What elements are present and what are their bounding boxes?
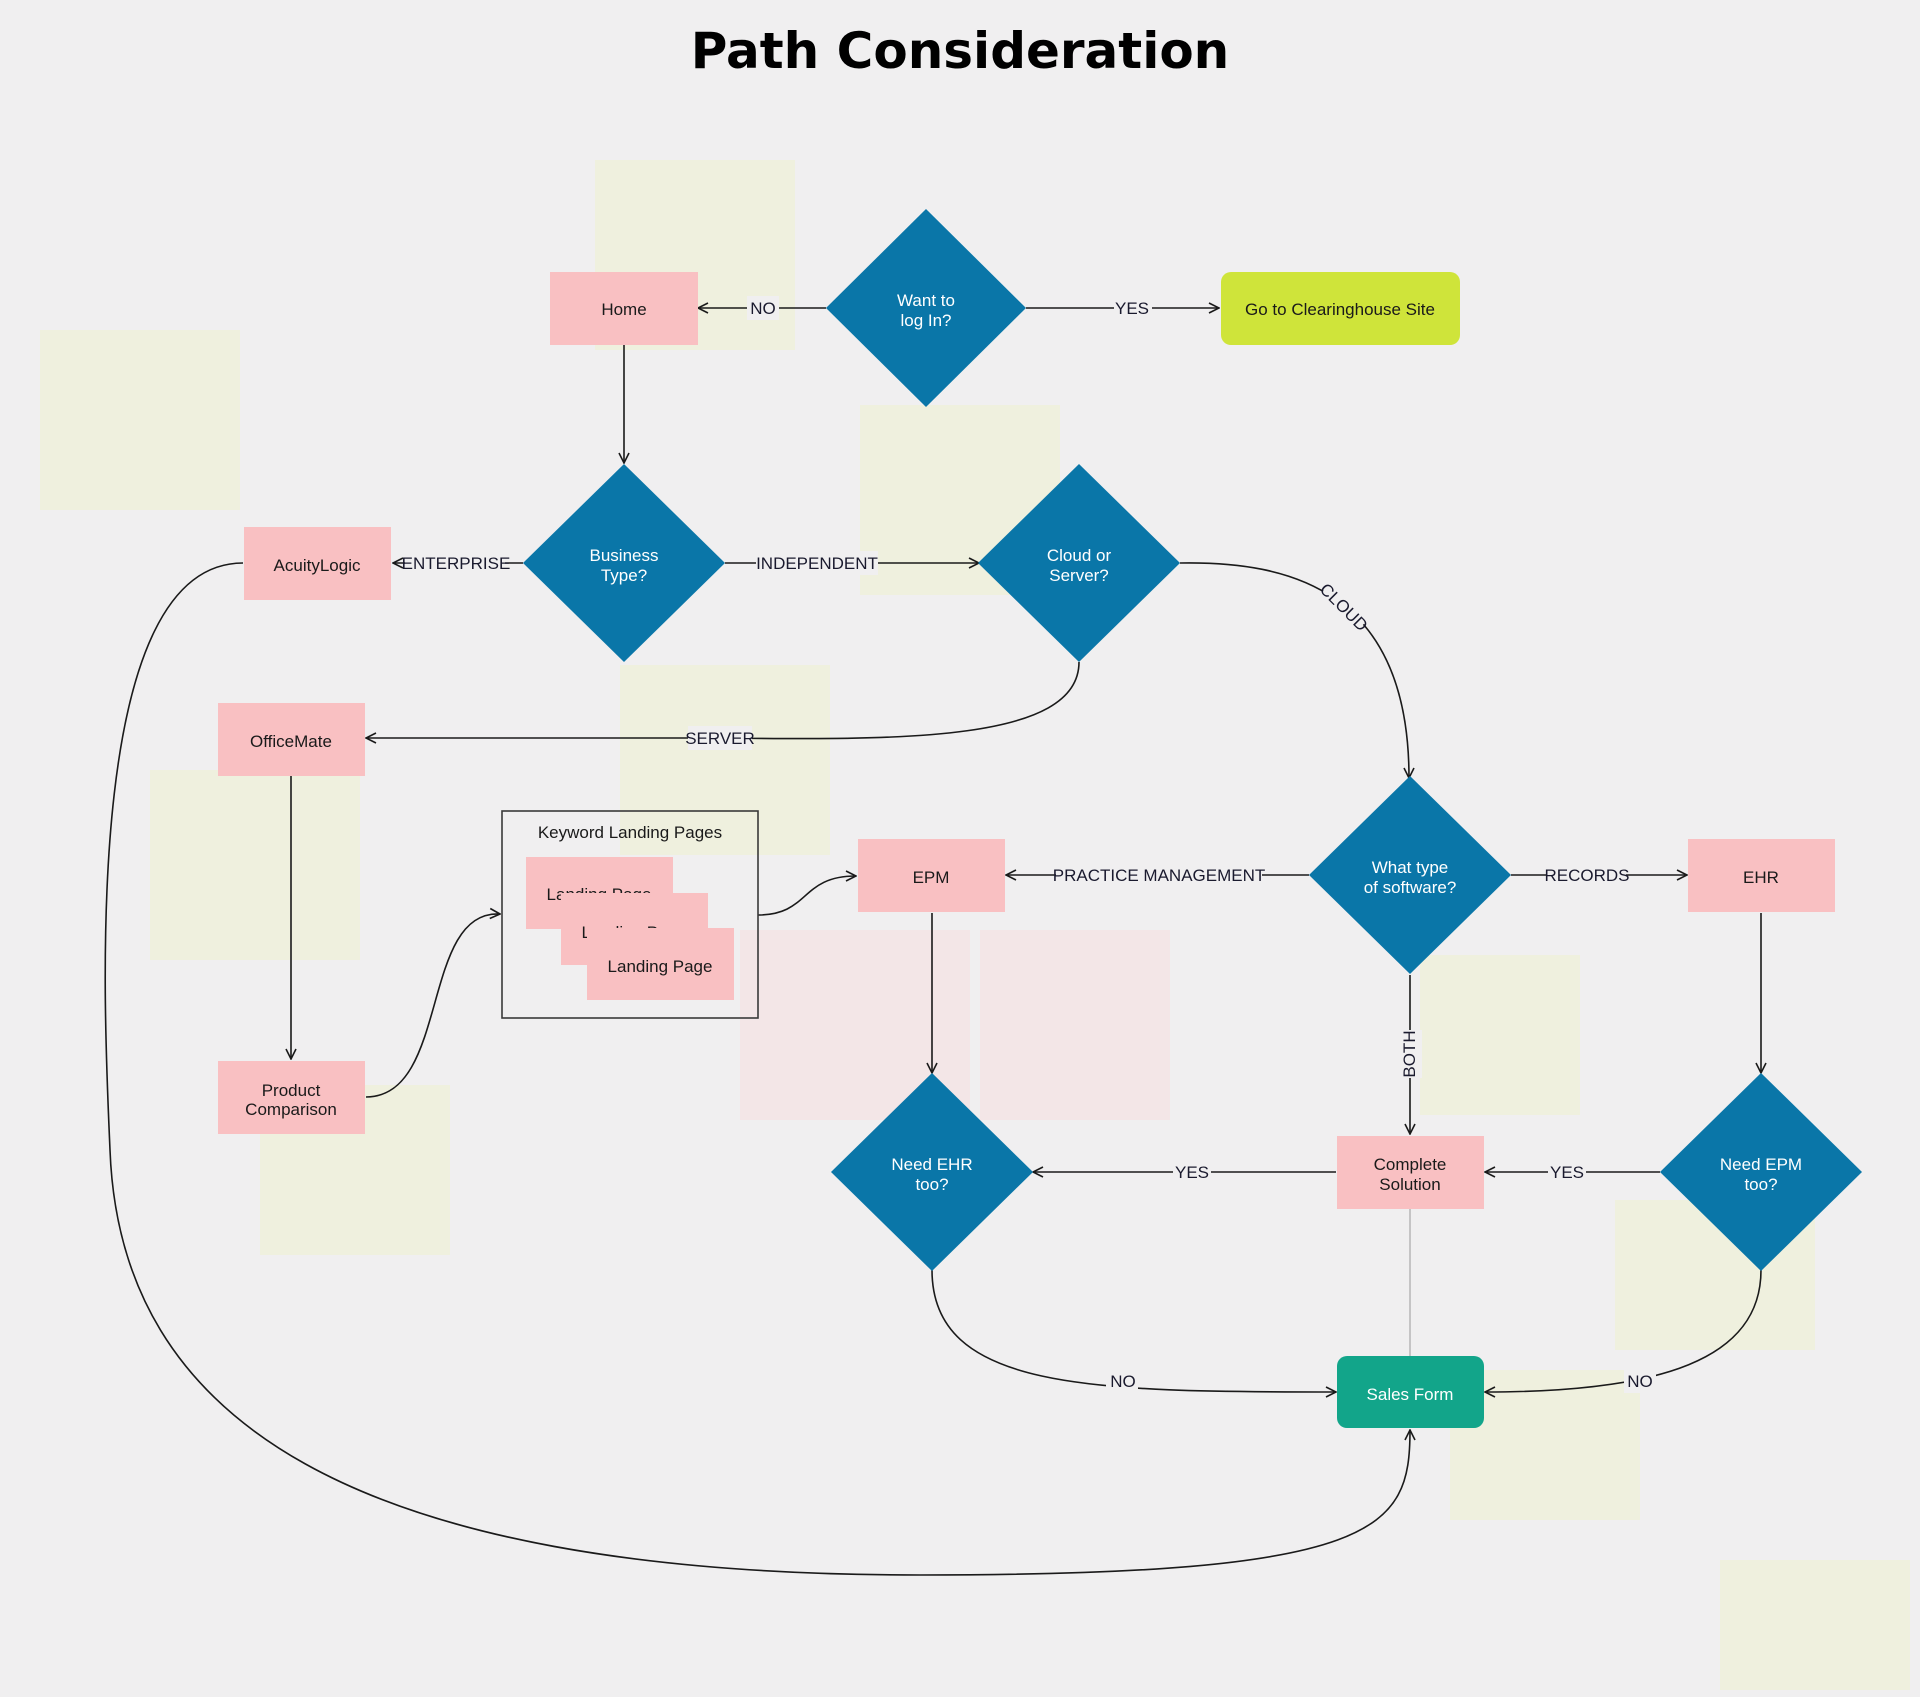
decision-need-epm-line2: too? bbox=[1744, 1175, 1777, 1194]
label-bg bbox=[1317, 580, 1371, 634]
background-sticky-note bbox=[980, 930, 1170, 1120]
decision-what-type-line2: of software? bbox=[1364, 878, 1457, 897]
node-officemate[interactable]: OfficeMate bbox=[218, 703, 365, 776]
background-sticky-note bbox=[40, 330, 240, 510]
node-complete-solution-line2: Solution bbox=[1379, 1175, 1440, 1194]
node-product-comparison-line1: Product bbox=[262, 1081, 321, 1100]
node-ehr[interactable]: EHR bbox=[1688, 839, 1835, 912]
decision-cloud-server-line2: Server? bbox=[1049, 566, 1109, 585]
node-ehr-label: EHR bbox=[1743, 868, 1779, 887]
node-home[interactable]: Home bbox=[550, 272, 698, 345]
label-bg bbox=[405, 551, 505, 575]
label-bg bbox=[1173, 1160, 1211, 1184]
node-complete-solution-line1: Complete bbox=[1374, 1155, 1447, 1174]
label-bg bbox=[1114, 296, 1152, 320]
landing-page-label: Landing Page bbox=[608, 957, 713, 976]
node-sales-form-label: Sales Form bbox=[1367, 1385, 1454, 1404]
background-sticky-note bbox=[1720, 1560, 1910, 1690]
background-sticky-note bbox=[150, 770, 360, 960]
label-bg bbox=[1548, 1160, 1586, 1184]
landing-page-card[interactable]: Landing Page bbox=[587, 928, 734, 1000]
edge-keyword-epm bbox=[757, 876, 856, 916]
node-product-comparison[interactable]: Product Comparison bbox=[218, 1061, 365, 1134]
edge-no-needepm bbox=[1485, 1269, 1762, 1392]
decision-what-type[interactable]: What type of software? bbox=[1309, 776, 1511, 974]
node-epm-label: EPM bbox=[913, 868, 950, 887]
decision-need-epm-line1: Need EPM bbox=[1720, 1155, 1802, 1174]
node-sales-form[interactable]: Sales Form bbox=[1337, 1356, 1484, 1428]
label-bg bbox=[1056, 863, 1262, 887]
decision-need-ehr-line1: Need EHR bbox=[891, 1155, 972, 1174]
group-keyword-landing-pages-title: Keyword Landing Pages bbox=[538, 823, 722, 842]
background-sticky-note bbox=[1420, 955, 1580, 1115]
decision-cloud-server-line1: Cloud or bbox=[1047, 546, 1112, 565]
edge-label-cloud: CLOUD bbox=[1316, 580, 1372, 636]
background-sticky-note bbox=[620, 665, 830, 855]
label-bg bbox=[747, 296, 779, 320]
label-bg bbox=[756, 551, 878, 575]
node-clearinghouse-label: Go to Clearinghouse Site bbox=[1245, 300, 1435, 319]
edge-label-no-needehr: NO bbox=[1110, 1372, 1136, 1391]
edge-label-both: BOTH bbox=[1400, 1030, 1419, 1077]
node-acuitylogic-label: AcuityLogic bbox=[274, 556, 361, 575]
node-acuitylogic[interactable]: AcuityLogic bbox=[244, 527, 391, 600]
node-product-comparison-line2: Comparison bbox=[245, 1100, 337, 1119]
edge-label-independent: INDEPENDENT bbox=[756, 554, 878, 573]
edge-label-enterprise: ENTERPRISE bbox=[402, 554, 511, 573]
decision-want-login-line1: Want to bbox=[897, 291, 955, 310]
edge-label-practice-management: PRACTICE MANAGEMENT bbox=[1053, 866, 1266, 885]
decision-want-login-line2: log In? bbox=[900, 311, 951, 330]
decision-cloud-server[interactable]: Cloud or Server? bbox=[978, 464, 1180, 662]
label-bg bbox=[1106, 1369, 1138, 1393]
decision-business-type[interactable]: Business Type? bbox=[523, 464, 725, 662]
label-bg bbox=[1546, 863, 1626, 887]
edge-label-yes-needepm: YES bbox=[1550, 1163, 1584, 1182]
node-officemate-label: OfficeMate bbox=[250, 732, 332, 751]
node-clearinghouse[interactable]: Go to Clearinghouse Site bbox=[1221, 272, 1460, 345]
decision-what-type-line1: What type bbox=[1372, 858, 1449, 877]
label-bg bbox=[688, 726, 752, 750]
edge-cloud bbox=[1179, 562, 1409, 778]
decision-need-ehr[interactable]: Need EHR too? bbox=[831, 1073, 1033, 1271]
node-home-label: Home bbox=[601, 300, 646, 319]
decision-need-epm[interactable]: Need EPM too? bbox=[1660, 1073, 1862, 1271]
edge-no-needehr bbox=[931, 1269, 1336, 1392]
node-epm[interactable]: EPM bbox=[858, 839, 1005, 912]
edge-server bbox=[366, 661, 1080, 739]
edge-label-records: RECORDS bbox=[1544, 866, 1629, 885]
decision-need-ehr-line2: too? bbox=[915, 1175, 948, 1194]
decision-business-type-line1: Business bbox=[590, 546, 659, 565]
group-keyword-landing-pages[interactable]: Keyword Landing Pages Landing Page Landi… bbox=[501, 810, 759, 1019]
edge-product-keyword bbox=[365, 914, 500, 1098]
node-complete-solution[interactable]: Complete Solution bbox=[1337, 1136, 1484, 1209]
label-bg bbox=[1398, 1030, 1422, 1078]
label-bg bbox=[1624, 1369, 1656, 1393]
edge-label-yes-needehr: YES bbox=[1175, 1163, 1209, 1182]
edge-acuitylogic-sales bbox=[104, 562, 1410, 1576]
decision-business-type-line2: Type? bbox=[601, 566, 647, 585]
edge-label-server: SERVER bbox=[685, 729, 755, 748]
edge-label-no: NO bbox=[750, 299, 776, 318]
edge-label-yes: YES bbox=[1115, 299, 1149, 318]
edge-label-no-needepm: NO bbox=[1627, 1372, 1653, 1391]
decision-want-login[interactable]: Want to log In? bbox=[826, 209, 1026, 407]
page-title: Path Consideration bbox=[690, 22, 1230, 80]
